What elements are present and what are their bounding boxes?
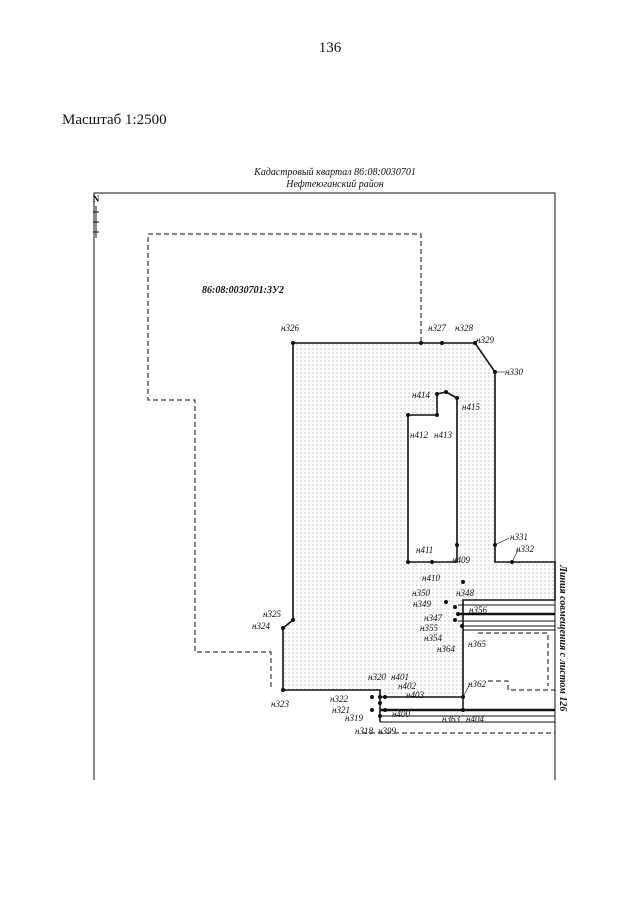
point-label: н365 <box>468 639 486 649</box>
svg-text:N: N <box>93 194 100 204</box>
neighbor-boundary <box>147 233 422 687</box>
point-label: н326 <box>281 323 299 333</box>
point-label: н414 <box>412 390 430 400</box>
right-dashed-boundary-2 <box>478 632 549 686</box>
point-label: н363 <box>442 714 460 724</box>
point-label: н410 <box>422 573 440 583</box>
point-label: н402 <box>398 681 416 691</box>
point-label: н403 <box>406 690 424 700</box>
point-label: н349 <box>413 599 431 609</box>
point-label: н355 <box>420 623 438 633</box>
point-label: н324 <box>252 621 270 631</box>
corridor-lines <box>379 604 555 723</box>
scale-label: Масштаб 1:2500 <box>62 112 167 128</box>
point-label: н404 <box>466 714 484 724</box>
point-label: н331 <box>510 532 528 542</box>
point-label: н400 <box>392 709 410 719</box>
sheet-join-label: Линия совмещения с листом 126 <box>557 564 568 711</box>
right-dashed-boundary <box>488 680 555 691</box>
point-label: н362 <box>468 679 486 689</box>
point-label: н318 <box>355 726 373 736</box>
point-label: н364 <box>437 644 455 654</box>
point-label: н320 <box>368 672 386 682</box>
district-header: Нефтеюганский район <box>285 179 384 190</box>
point-label: н413 <box>434 430 452 440</box>
point-labels: н326 н327 н328 н329 н330 н414 н415 н412 … <box>252 323 534 736</box>
page-number: 136 <box>318 40 342 56</box>
point-label: н348 <box>456 588 474 598</box>
point-label: н411 <box>416 545 433 555</box>
map-frame <box>93 192 556 780</box>
point-label: н356 <box>469 605 487 615</box>
point-label: н321 <box>332 705 350 715</box>
point-label: н330 <box>505 367 523 377</box>
point-label: н354 <box>424 633 442 643</box>
point-label: н327 <box>428 323 446 333</box>
point-label: н329 <box>476 335 494 345</box>
north-arrow-icon: N <box>93 194 100 238</box>
point-label: н412 <box>410 430 428 440</box>
point-label: н325 <box>263 609 281 619</box>
point-label: н415 <box>462 402 480 412</box>
point-label: н399 <box>378 726 396 736</box>
plot-area <box>282 342 556 698</box>
point-label: н323 <box>271 699 289 709</box>
quarter-header: Кадастровый квартал 86:08:0030701 <box>253 167 416 178</box>
point-label: н347 <box>424 613 442 623</box>
point-label: н350 <box>412 588 430 598</box>
point-label: н332 <box>516 544 534 554</box>
point-label: н401 <box>391 672 409 682</box>
point-label: н409 <box>452 555 470 565</box>
point-label: н328 <box>455 323 473 333</box>
point-label: н322 <box>330 694 348 704</box>
label-leaders <box>462 339 519 698</box>
plot-id-label: 86:08:0030701:ЗУ2 <box>202 285 284 296</box>
point-label: н319 <box>345 713 363 723</box>
